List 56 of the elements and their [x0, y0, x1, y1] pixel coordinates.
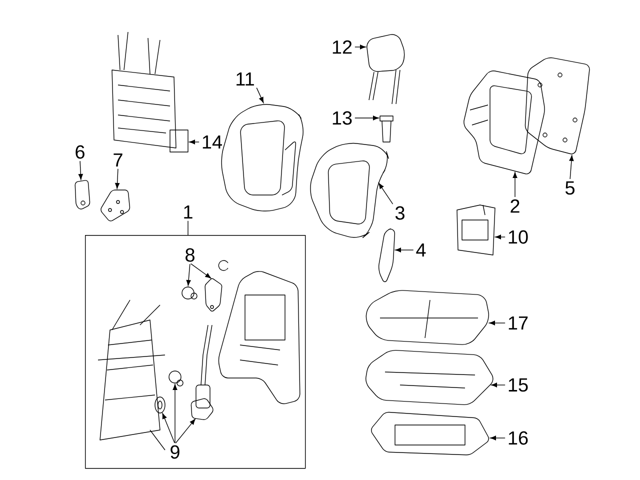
bushing-drawing	[168, 370, 184, 386]
back-board-drawing	[524, 57, 590, 154]
backrest-frame-drawing	[112, 32, 188, 152]
callout-number: 14	[202, 135, 222, 149]
callout-number: 1	[184, 205, 192, 219]
leader-line	[190, 263, 212, 278]
callout-number: 5	[565, 181, 574, 195]
leader-line	[489, 320, 506, 326]
bracket-drawing	[74, 180, 90, 210]
leader-line	[186, 264, 191, 286]
bracket-drawing	[204, 278, 222, 312]
callout-number: 6	[76, 145, 84, 159]
callout-number: 8	[186, 248, 194, 262]
callout-number: 12	[332, 40, 352, 54]
leader-line	[490, 436, 506, 440]
callout-number: 10	[508, 230, 528, 244]
callout-number: 15	[508, 378, 528, 392]
backrest-cover-drawing	[310, 142, 389, 238]
leader-line	[495, 234, 506, 240]
leader-line	[256, 87, 264, 103]
leader-line	[78, 160, 83, 180]
back-panel-drawing	[464, 70, 545, 174]
callout-number: 4	[416, 243, 426, 257]
cushion-pad-drawing	[366, 350, 494, 406]
callout-number: 11	[236, 72, 254, 86]
callout-number: 9	[170, 445, 180, 459]
headrest-drawing	[366, 34, 405, 104]
leader-line	[172, 384, 178, 444]
side-trim-drawing	[378, 228, 396, 282]
callout-number: 17	[508, 316, 528, 330]
leader-line	[175, 418, 196, 444]
leader-line	[115, 168, 120, 189]
cushion-cover-drawing	[366, 290, 490, 345]
leader-line	[354, 116, 379, 120]
callout-number: 2	[510, 199, 520, 213]
bolt-drawing	[182, 286, 198, 300]
control-module-drawing	[456, 204, 496, 256]
callout-number: 3	[395, 206, 404, 220]
mounting-plate-drawing	[100, 190, 130, 222]
leader-line	[395, 248, 414, 252]
leader-line	[189, 140, 200, 144]
kit-frame-box	[85, 235, 306, 469]
guide-sleeve-drawing	[380, 116, 394, 142]
seat-back-cover-drawing	[221, 104, 304, 212]
leader-line	[354, 44, 366, 50]
washer-drawing	[154, 396, 166, 414]
leader-line	[512, 172, 518, 198]
seat-pan-drawing	[371, 412, 489, 456]
callout-number: 16	[508, 431, 528, 445]
leader-line	[162, 413, 175, 444]
motor-drawing	[190, 324, 214, 420]
leader-line	[569, 155, 574, 180]
leader-line	[378, 182, 394, 204]
leader-line	[491, 382, 506, 388]
callout-number: 7	[114, 153, 122, 167]
callout-number: 13	[332, 111, 352, 125]
